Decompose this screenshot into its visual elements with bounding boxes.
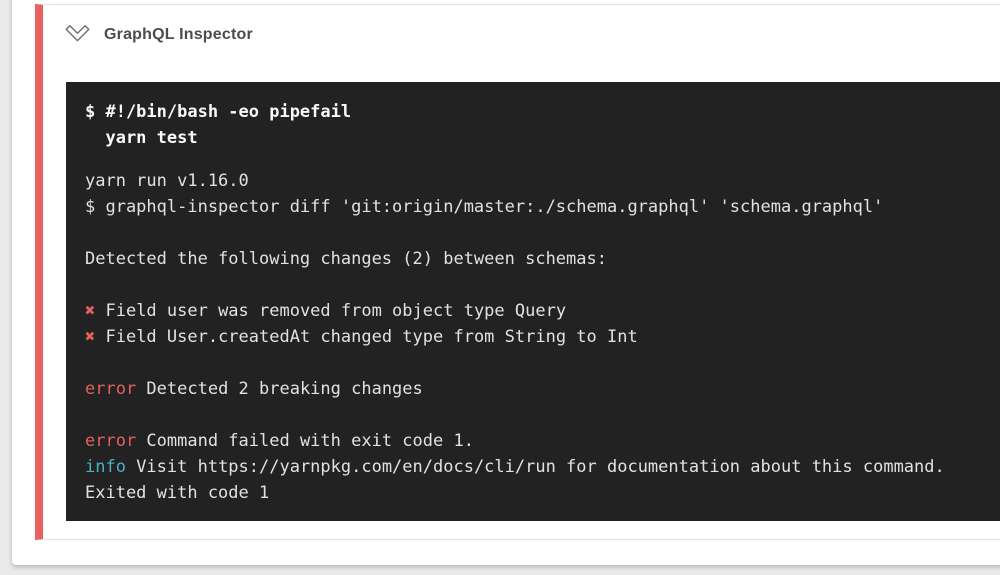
terminal-line: error Command failed with exit code 1. (85, 431, 474, 451)
terminal-command-line: $ #!/bin/bash -eo pipefail (85, 102, 352, 122)
output-block: yarn run v1.16.0 $ graphql-inspector diff… (85, 168, 1000, 506)
terminal-output: $ #!/bin/bash -eo pipefail yarn test yar… (66, 82, 1000, 521)
terminal-line: ✖ Field User.createdAt changed type from… (85, 327, 638, 347)
step-title: GraphQL Inspector (104, 25, 253, 43)
terminal-line (85, 402, 1000, 428)
terminal-line (85, 272, 1000, 298)
terminal-line (85, 350, 1000, 376)
terminal-line (85, 220, 1000, 246)
terminal-line: yarn run v1.16.0 (85, 171, 249, 191)
failed-step-card: GraphQL Inspector $ #!/bin/bash -eo pipe… (35, 4, 1000, 540)
step-header[interactable]: GraphQL Inspector (43, 5, 1000, 45)
terminal-line: Exited with code 1 (85, 483, 270, 503)
collapse-double-chevron-icon[interactable] (64, 24, 91, 45)
terminal-line: ✖ Field user was removed from object typ… (85, 301, 567, 321)
content-panel: GraphQL Inspector $ #!/bin/bash -eo pipe… (12, 0, 1000, 565)
terminal-line: info Visit https://yarnpkg.com/en/docs/c… (85, 457, 945, 477)
command-block: $ #!/bin/bash -eo pipefail yarn test (85, 99, 1000, 151)
terminal-line: Detected the following changes (2) betwe… (85, 249, 607, 269)
terminal-command-line: yarn test (85, 128, 198, 148)
terminal-line: $ graphql-inspector diff 'git:origin/mas… (85, 197, 884, 217)
terminal-line: error Detected 2 breaking changes (85, 379, 423, 399)
